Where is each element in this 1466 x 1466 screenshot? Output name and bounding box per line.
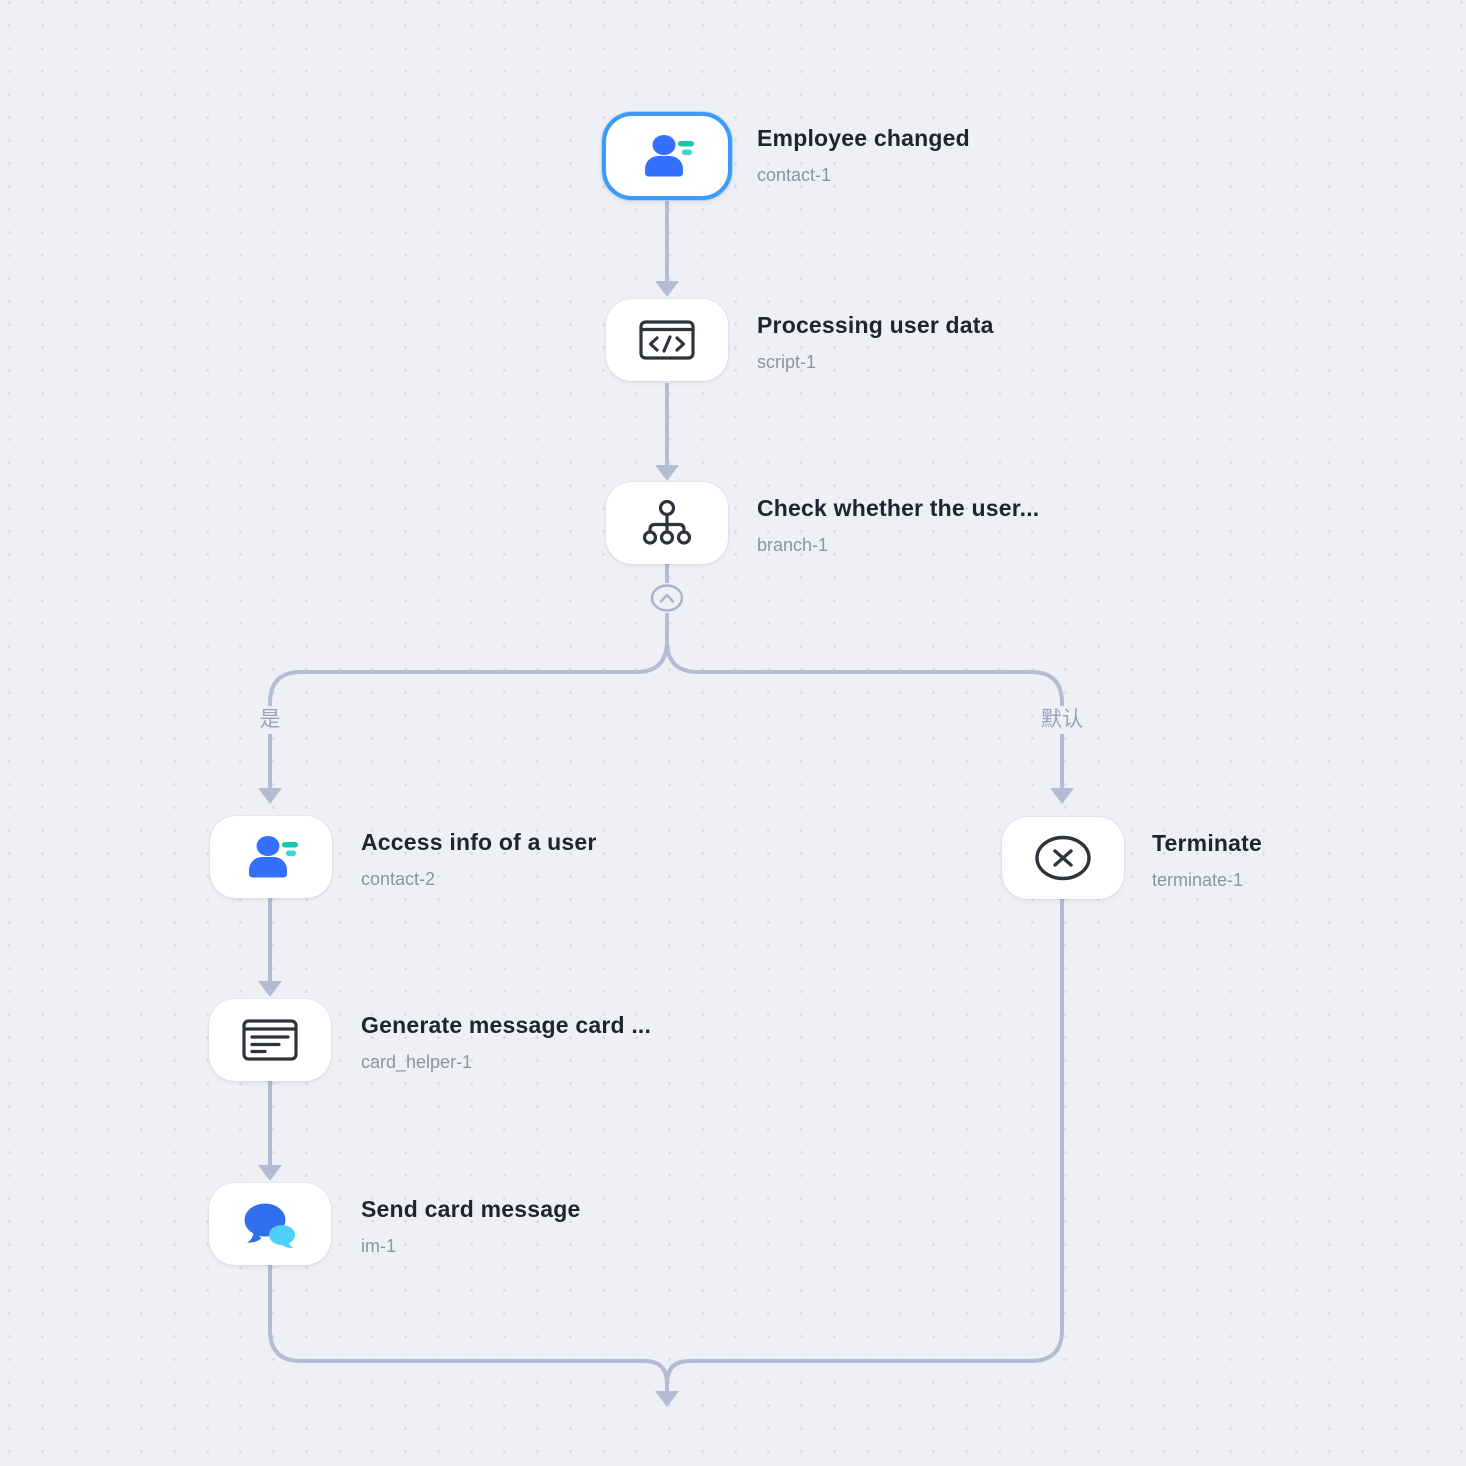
chat-bubbles-icon <box>244 1203 295 1248</box>
node-im-1[interactable] <box>209 1183 331 1265</box>
node-subtitle: script-1 <box>757 352 817 372</box>
node-card-helper-1[interactable] <box>209 999 331 1081</box>
code-script-icon <box>639 320 695 360</box>
node-terminate-1[interactable] <box>1002 817 1124 899</box>
node-branch-1[interactable] <box>606 482 728 564</box>
branch-condition-label-yes: 是 <box>254 706 286 734</box>
node-subtitle: im-1 <box>361 1236 396 1256</box>
message-card-icon <box>242 1019 298 1061</box>
node-contact-2[interactable] <box>210 816 332 898</box>
node-subtitle: terminate-1 <box>1152 870 1244 890</box>
node-subtitle: contact-1 <box>757 165 832 185</box>
node-subtitle: branch-1 <box>757 535 829 555</box>
branch-condition-label-default: 默认 <box>1036 706 1088 734</box>
chevron-up-icon <box>650 584 684 612</box>
node-title: Employee changed <box>757 125 970 151</box>
node-title: Processing user data <box>757 312 994 338</box>
node-script-1[interactable] <box>606 299 728 381</box>
contact-person-icon <box>249 836 298 878</box>
contact-person-icon <box>645 135 694 177</box>
node-title: Check whether the user... <box>757 495 1040 521</box>
node-subtitle: contact-2 <box>361 869 436 889</box>
node-title: Access info of a user <box>361 829 597 855</box>
node-title: Terminate <box>1152 830 1263 856</box>
branch-sitemap-icon <box>642 499 692 545</box>
terminate-cross-icon <box>1035 835 1091 881</box>
collapse-branches-button[interactable] <box>649 583 685 613</box>
node-title: Generate message card ... <box>361 1012 652 1038</box>
node-title: Send card message <box>361 1196 581 1222</box>
node-contact-1[interactable] <box>602 112 732 200</box>
node-subtitle: card_helper-1 <box>361 1052 473 1072</box>
